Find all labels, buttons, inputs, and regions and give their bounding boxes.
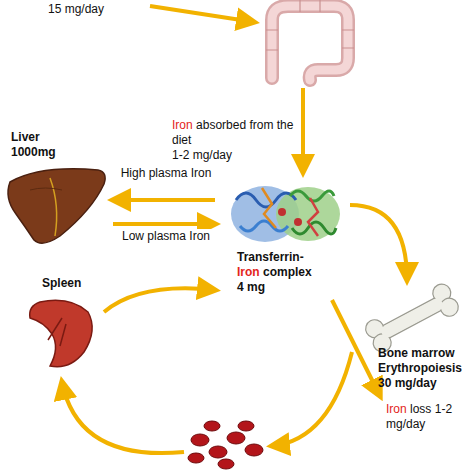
transferrin-protein [231, 186, 340, 242]
node-text: Bone marrow Erythropoiesis 30 mg/day [378, 346, 468, 391]
red-blood-cells [188, 421, 263, 469]
colon-illustration [266, 0, 354, 80]
spleen-illustration [30, 300, 92, 366]
intake-label: 15 mg/day [48, 2, 148, 17]
text-label: Spleen [42, 276, 102, 291]
node-text: Liver 1000mg [11, 130, 69, 160]
loss-arrow [332, 300, 380, 396]
spleen-node: Spleen [22, 276, 104, 376]
node-text: Transferrin-Iron complex4 mg [237, 250, 345, 295]
bone-illustration [363, 281, 462, 355]
text-label: Iron [386, 402, 407, 416]
edge-label: Low plasma Iron [116, 229, 216, 243]
text-label: Bone marrow Erythropoiesis 30 mg/day [378, 346, 468, 391]
absorption-label: Iron absorbed from the diet1-2 mg/day [172, 118, 297, 163]
transferrin-node: Transferrin-Iron complex4 mg [215, 180, 350, 299]
text-label: Iron [172, 118, 193, 132]
flow-arrow [104, 288, 215, 312]
liver-node: Liver 1000mg [5, 128, 113, 250]
flow-arrow [350, 205, 407, 280]
flow-arrow [113, 222, 215, 226]
bone-marrow-node: Bone marrow Erythropoiesis 30 mg/day [352, 280, 470, 400]
flow-arrow [113, 198, 215, 202]
text-label: Liver 1000mg [11, 130, 69, 160]
text-label: Iron [237, 265, 260, 279]
intake-arrow [150, 6, 254, 22]
rbc-to-spleen-arrow [62, 382, 184, 453]
node-text: Spleen [42, 276, 102, 291]
loss-label: Iron loss 1-2 mg/day [386, 402, 470, 432]
text-label: 4 mg [237, 280, 345, 295]
liver-illustration [8, 169, 105, 243]
text-label: Transferrin- [237, 250, 345, 265]
edge-label: High plasma Iron [116, 166, 216, 180]
text-label: 15 mg/day [48, 2, 104, 16]
text-label: 1-2 mg/day [172, 148, 297, 163]
text-label: complex [263, 265, 312, 279]
absorption-arrow [301, 88, 305, 172]
erythropoiesis-arrow [272, 352, 352, 446]
